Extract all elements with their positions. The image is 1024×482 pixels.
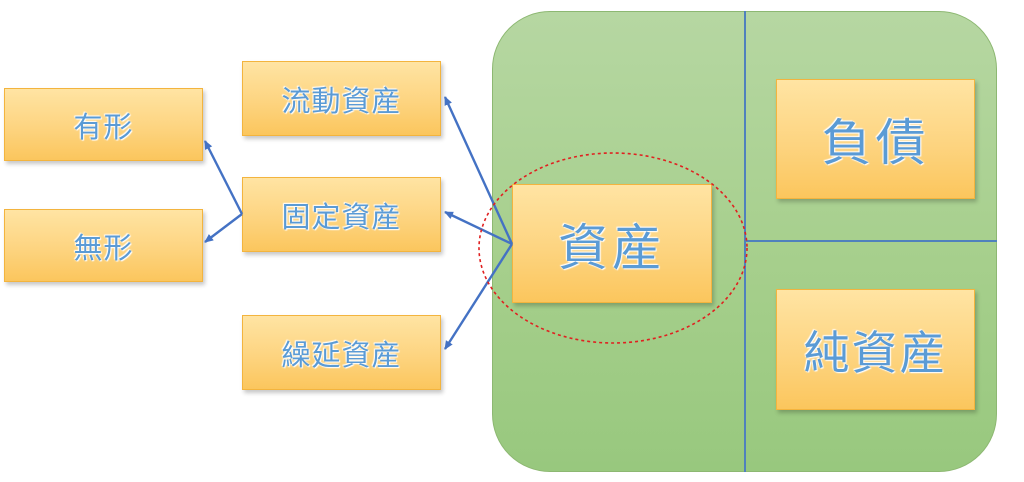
box-net-assets: 純資産 xyxy=(776,289,975,410)
box-intangible: 無形 xyxy=(4,209,203,282)
arrow-assets-to-current xyxy=(443,96,514,245)
box-deferred-assets: 繰延資産 xyxy=(242,315,441,390)
arrow-fixed-to-intangible xyxy=(204,213,243,243)
assets-highlight-ellipse xyxy=(478,152,748,344)
balance-sheet-horizontal-divider xyxy=(745,240,997,242)
box-current-assets: 流動資産 xyxy=(242,61,441,136)
arrow-fixed-to-tangible xyxy=(203,140,244,215)
arrow-assets-to-fixed xyxy=(444,210,513,246)
box-assets: 資産 xyxy=(512,184,712,303)
box-liabilities: 負債 xyxy=(776,79,975,199)
arrow-assets-to-deferred xyxy=(443,243,514,350)
box-fixed-assets: 固定資産 xyxy=(242,177,441,252)
box-tangible: 有形 xyxy=(4,88,203,161)
